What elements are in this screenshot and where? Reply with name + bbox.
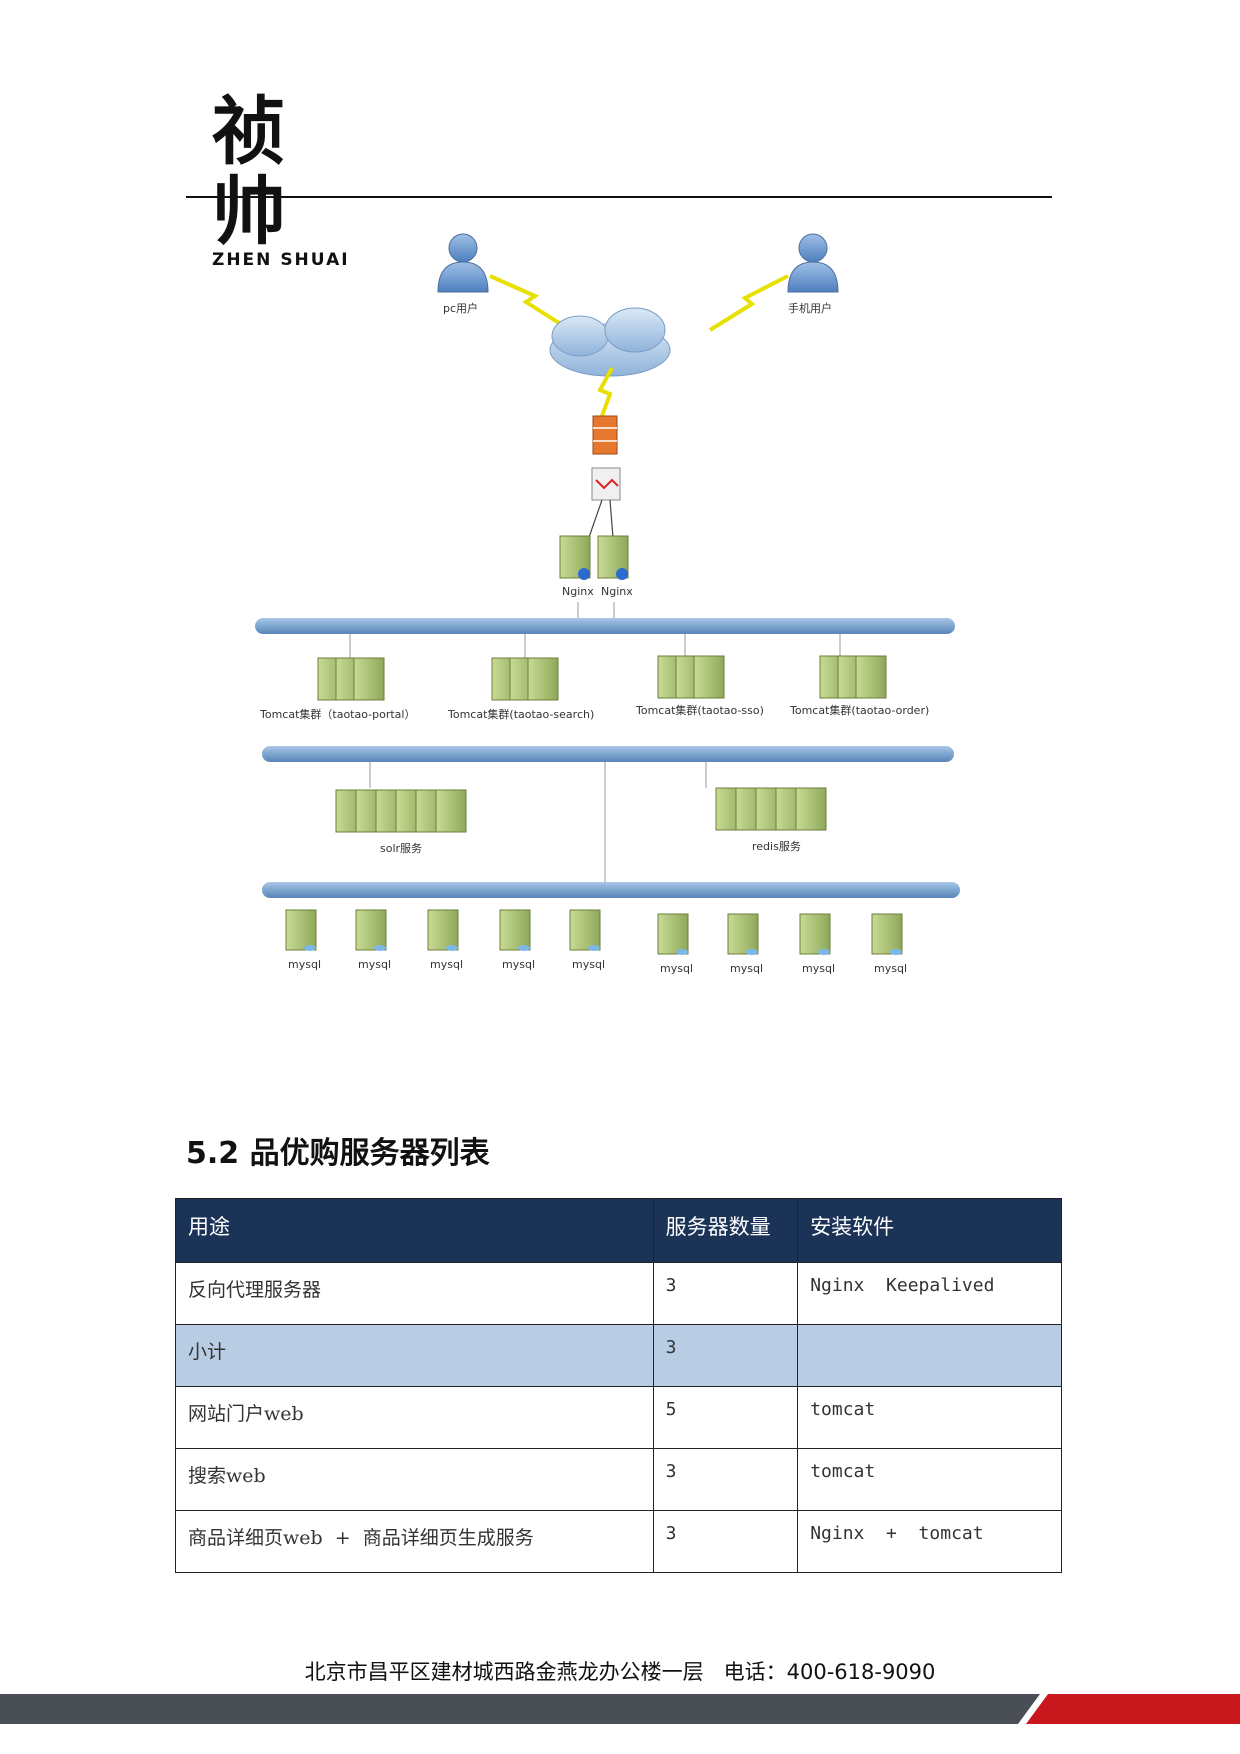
tomcat-portal-cluster-icon	[317, 657, 385, 701]
cell-usage: 小计	[175, 1324, 654, 1387]
table-header-row: 用途 服务器数量 安装软件	[175, 1198, 1062, 1263]
cell-count: 3	[652, 1324, 799, 1387]
section-title: 5.2 品优购服务器列表	[186, 1136, 490, 1171]
header-server-count: 服务器数量	[652, 1198, 799, 1263]
nginx-server-icon	[597, 535, 629, 580]
cell-software	[797, 1324, 1062, 1387]
mysql-label: mysql	[572, 958, 605, 971]
logo-english-text: ZHEN SHUAI	[212, 250, 350, 270]
tomcat-order-label: Tomcat集群(taotao-order)	[789, 703, 929, 717]
mobile-user-label: 手机用户	[788, 301, 832, 315]
cell-software: tomcat	[797, 1386, 1062, 1449]
tomcat-search-cluster-icon	[491, 657, 559, 701]
redis-service-label: redis服务	[752, 840, 801, 853]
cloud-firewall-lightning	[597, 367, 614, 417]
nginx-server-icon	[559, 535, 591, 580]
subtotal-row: 小计 3	[175, 1324, 1062, 1387]
cell-usage: 网站门户web	[175, 1386, 654, 1449]
tomcat-portal-label: Tomcat集群（taotao-portal）	[259, 707, 415, 721]
cell-software: Nginx Keepalived	[797, 1262, 1062, 1325]
solr-service-label: solr服务	[380, 842, 422, 855]
mobile-link-lightning	[708, 274, 789, 332]
nginx-label: Nginx	[562, 585, 594, 598]
table-row: 网站门户web 5 tomcat	[175, 1386, 1062, 1449]
tomcat-sso-cluster-icon	[657, 655, 725, 699]
mysql-label: mysql	[874, 962, 907, 975]
cell-count: 5	[652, 1386, 799, 1449]
architecture-diagram: pc用户 手机用户	[240, 218, 1000, 1088]
footer-bar	[0, 1694, 1240, 1724]
tomcat-order-cluster-icon	[819, 655, 887, 699]
mysql-server-icon	[499, 909, 531, 951]
network-bus	[262, 746, 954, 762]
cell-usage: 商品详细页web + 商品详细页生成服务	[175, 1510, 654, 1573]
pc-link-lightning	[489, 274, 572, 332]
mysql-server-icon	[799, 913, 831, 955]
tomcat-sso-label: Tomcat集群(taotao-sso)	[635, 703, 764, 717]
mysql-label: mysql	[730, 962, 763, 975]
cell-software: Nginx + tomcat	[797, 1510, 1062, 1573]
pc-user-label: pc用户	[443, 301, 478, 315]
table-row: 反向代理服务器 3 Nginx Keepalived	[175, 1262, 1062, 1325]
mysql-server-icon	[427, 909, 459, 951]
mysql-label: mysql	[358, 958, 391, 971]
cell-count: 3	[652, 1510, 799, 1573]
mysql-server-icon	[285, 909, 317, 951]
network-bus	[262, 882, 960, 898]
network-bus	[255, 618, 955, 634]
company-logo: 祯帅 ZHEN SHUAI	[212, 92, 362, 270]
pc-user-icon	[437, 233, 489, 293]
mobile-user-icon	[787, 233, 839, 293]
cell-software: tomcat	[797, 1448, 1062, 1511]
mysql-server-icon	[871, 913, 903, 955]
footer-address: 北京市昌平区建材城西路金燕龙办公楼一层 电话：400-618-9090	[304, 1660, 936, 1684]
redis-service-cluster-icon	[715, 787, 827, 831]
firewall-icon	[592, 415, 618, 455]
solr-service-cluster-icon	[335, 789, 467, 833]
internet-cloud-icon	[549, 307, 671, 377]
header-software: 安装软件	[797, 1198, 1062, 1263]
logo-chinese-text: 祯帅	[212, 89, 288, 255]
nginx-label: Nginx	[601, 585, 633, 598]
cell-usage: 搜索web	[175, 1448, 654, 1511]
mysql-label: mysql	[288, 958, 321, 971]
architecture-svg: pc用户 手机用户	[255, 233, 960, 975]
mysql-label: mysql	[430, 958, 463, 971]
mysql-server-icon	[727, 913, 759, 955]
mysql-label: mysql	[802, 962, 835, 975]
mysql-label: mysql	[502, 958, 535, 971]
header-divider	[186, 196, 1052, 198]
mysql-server-icon	[355, 909, 387, 951]
cell-count: 3	[652, 1262, 799, 1325]
table-row: 搜索web 3 tomcat	[175, 1448, 1062, 1511]
header-usage: 用途	[175, 1198, 654, 1263]
mysql-server-icon	[657, 913, 689, 955]
cell-count: 3	[652, 1448, 799, 1511]
server-list-table: 用途 服务器数量 安装软件 反向代理服务器 3 Nginx Keepalived…	[175, 1198, 1062, 1573]
tomcat-search-label: Tomcat集群(taotao-search)	[447, 707, 594, 721]
table-row: 商品详细页web + 商品详细页生成服务 3 Nginx + tomcat	[175, 1510, 1062, 1573]
mysql-server-icon	[569, 909, 601, 951]
cell-usage: 反向代理服务器	[175, 1262, 654, 1325]
load-balancer-icon	[591, 467, 621, 501]
mysql-label: mysql	[660, 962, 693, 975]
